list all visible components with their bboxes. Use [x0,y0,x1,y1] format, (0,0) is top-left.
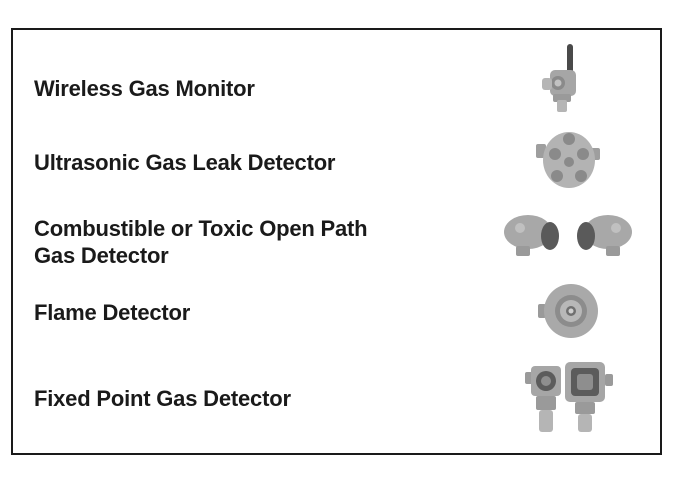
label-line: Combustible or Toxic Open Path [34,216,368,241]
flame-detector-icon [538,282,600,340]
label-line: Gas Detector [34,243,169,268]
label-line: Ultrasonic Gas Leak Detector [34,150,336,175]
wireless-gas-monitor-icon [536,42,586,114]
open-path-gas-detector-icon [502,208,634,258]
open-path-gas-detector-label: Combustible or Toxic Open Path Gas Detec… [34,215,368,269]
fixed-point-gas-detector-label: Fixed Point Gas Detector [34,385,291,412]
label-line: Flame Detector [34,300,191,325]
wireless-gas-monitor-label: Wireless Gas Monitor [34,75,255,102]
fixed-point-gas-detector-icon [523,362,615,434]
label-line: Fixed Point Gas Detector [34,386,291,411]
label-line: Wireless Gas Monitor [34,76,255,101]
ultrasonic-gas-leak-detector-label: Ultrasonic Gas Leak Detector [34,149,335,176]
ultrasonic-gas-leak-detector-icon [534,126,604,194]
flame-detector-label: Flame Detector [34,299,190,326]
